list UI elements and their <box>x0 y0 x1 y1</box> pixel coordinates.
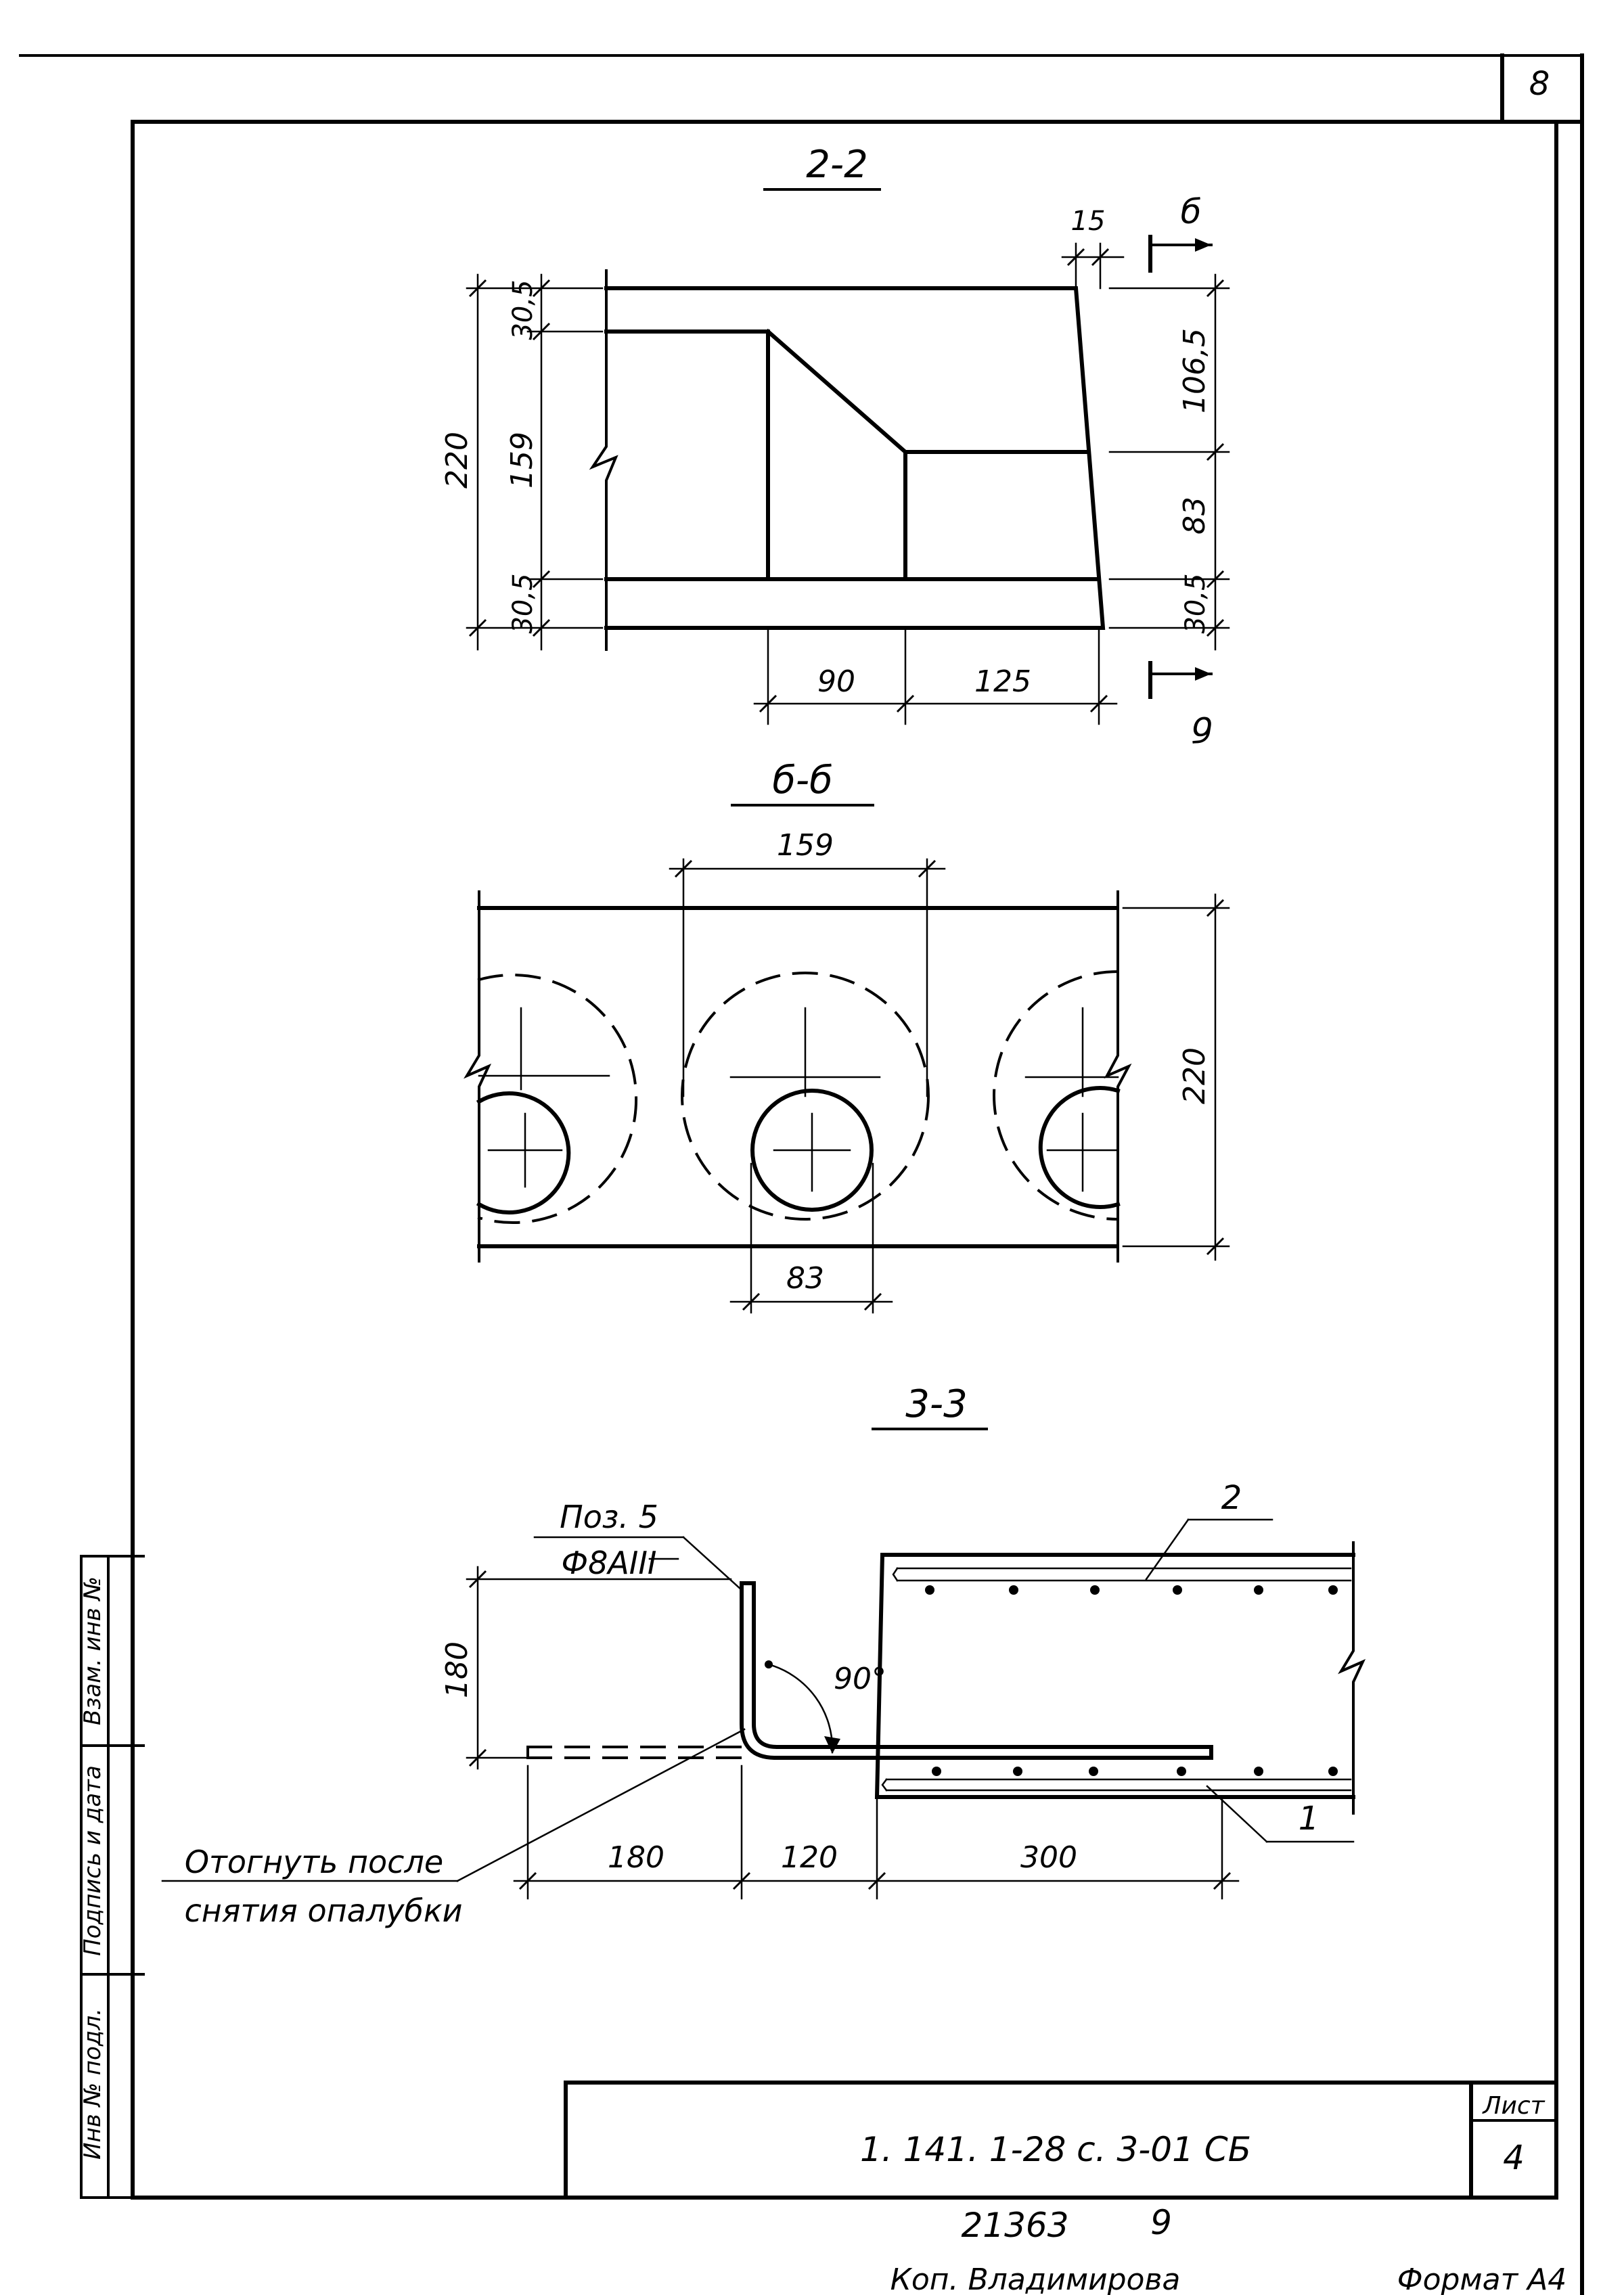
bottom-number: 21363 <box>961 2206 1068 2245</box>
list-label: Лист <box>1481 2092 1545 2120</box>
dim-125: 125 <box>974 664 1031 699</box>
bottom-number-2: 9 <box>1150 2203 1172 2242</box>
section-marker-bottom <box>1148 661 1213 699</box>
dim-220: 220 <box>440 432 474 488</box>
section-3-3-dims-bottom <box>513 1765 1240 1900</box>
dim-30-5-right: 30,5 <box>1180 573 1211 633</box>
dim-159: 159 <box>505 432 539 488</box>
leader-note <box>161 1728 746 1882</box>
leader-bar-2 <box>1145 1518 1273 1581</box>
void-circles-solid <box>476 1086 1121 1214</box>
note-line-2: снятия опалубки <box>184 1892 462 1929</box>
dim-83-bb: 83 <box>786 1261 824 1296</box>
note-line-1: Отогнуть после <box>185 1844 443 1880</box>
title-block <box>564 2081 1558 2200</box>
section-2-2-dims-bottom <box>753 627 1118 725</box>
section-2-2-dims-left <box>466 273 604 651</box>
page-number: 8 <box>1529 65 1550 103</box>
section-3-3-beam <box>874 1541 1366 1815</box>
dim-180-height: 180 <box>440 1641 474 1698</box>
section-b-b-slab <box>464 890 1132 1263</box>
section-2-2-title: 2-2 <box>806 143 867 187</box>
copy-note: Коп. Владимирова <box>890 2263 1181 2295</box>
sheet-frame <box>19 53 1584 2295</box>
dim-30-5-bottom: 30,5 <box>508 573 539 633</box>
drawing-code: 1. 141. 1-28 c. 3-01 СБ <box>860 2130 1251 2169</box>
stamp-column <box>80 1555 145 2199</box>
section-b-b-dim-159 <box>669 858 946 1097</box>
center-crosses <box>478 1007 1119 1192</box>
dim-106-5: 106,5 <box>1177 328 1212 413</box>
dim-83-right: 83 <box>1177 497 1212 535</box>
bar-1-label: 1 <box>1299 1800 1320 1838</box>
rebar-label: Ф8АIII <box>561 1545 656 1581</box>
section-2-2-dim-15 <box>1061 242 1125 290</box>
rebar-dots <box>925 1585 1338 1776</box>
list-number: 4 <box>1503 2138 1525 2177</box>
leader-pos5 <box>533 1536 743 1591</box>
dim-300: 300 <box>1020 1840 1077 1875</box>
dim-180-len: 180 <box>608 1840 664 1875</box>
angle-90: 90° <box>834 1662 886 1696</box>
section-2-2-outline <box>589 269 1106 651</box>
dim-30-5-top: 30,5 <box>508 279 539 340</box>
leader-bar-1 <box>1206 1785 1355 1843</box>
section-3-3-title: 3-3 <box>905 1382 967 1426</box>
dim-90: 90 <box>817 664 855 699</box>
void-circles-dashed <box>477 970 1120 1224</box>
stamp-inv-orig: Инв № подл. <box>79 2008 106 2160</box>
section-b-b-dim-83 <box>729 1162 893 1314</box>
section-2-2-dims-right <box>1108 273 1230 651</box>
dim-159-bb: 159 <box>777 828 834 863</box>
section-marker-bottom-label: б <box>1192 709 1213 748</box>
section-3-3-dim-height <box>466 1566 732 1770</box>
bar-2-label: 2 <box>1221 1479 1242 1517</box>
section-marker-top-label: б <box>1181 192 1202 231</box>
section-b-b-dim-220 <box>1122 893 1230 1261</box>
bent-bar <box>526 1581 1213 1760</box>
stamp-signature-date: Подпись и дата <box>79 1765 106 1956</box>
section-b-b-title: б-б <box>772 758 832 802</box>
stamp-replace-inv: Взам. инв № <box>79 1576 106 1725</box>
dim-220-bb: 220 <box>1177 1047 1212 1104</box>
format-note: Формат А4 <box>1397 2263 1567 2295</box>
dim-120: 120 <box>781 1840 838 1875</box>
section-marker-top <box>1148 235 1213 273</box>
pos-label: Поз. 5 <box>560 1499 658 1535</box>
dim-15: 15 <box>1071 206 1106 237</box>
angle-arc <box>765 1660 840 1754</box>
